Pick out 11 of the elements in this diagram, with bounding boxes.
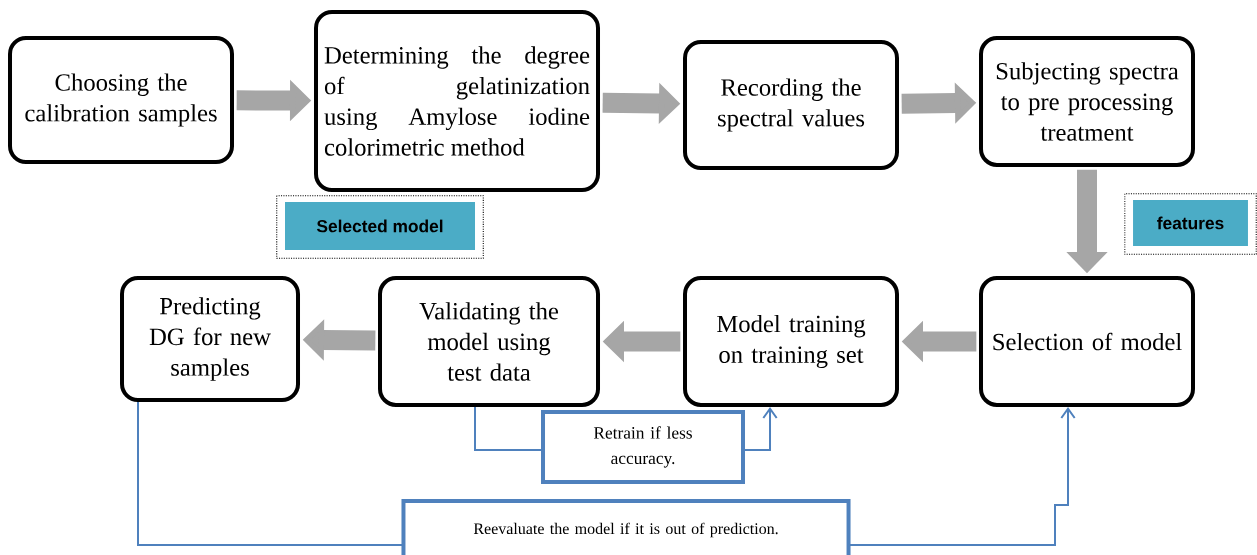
process-box: Recording the spectral values xyxy=(683,40,899,170)
process-box: Predicting DG for new samples xyxy=(120,276,300,402)
process-box: Subjecting spectra to pre processing treatment xyxy=(979,36,1195,167)
label-box: Selected model xyxy=(276,195,484,259)
edge-label: Reevaluate the model if it is out of prediction. xyxy=(401,499,851,555)
process-box: Selection of model xyxy=(979,276,1195,407)
process-box: Determining the degree of gelatinization using Amylose iodine colorimetric method xyxy=(314,10,600,192)
process-box: Model training on training set xyxy=(683,276,899,407)
process-box: Validating the model using test data xyxy=(378,276,600,407)
process-box: Choosing the calibration samples xyxy=(8,36,234,164)
label-box: features xyxy=(1124,193,1257,255)
